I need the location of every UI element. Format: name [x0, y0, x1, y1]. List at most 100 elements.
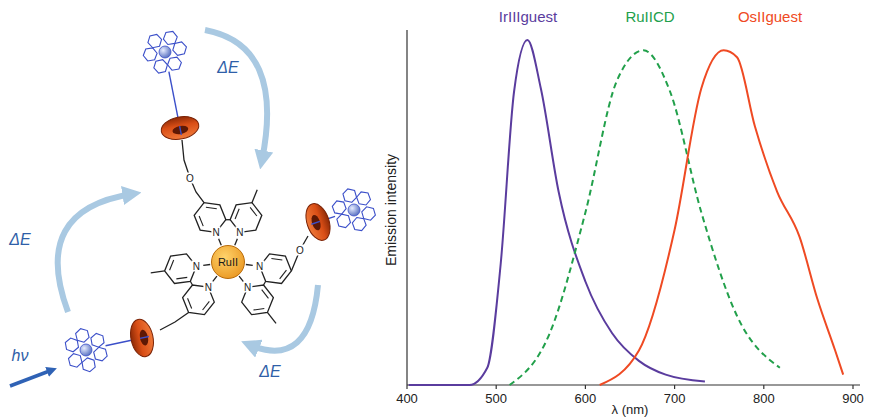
guest-ligand-thread — [311, 221, 320, 224]
ring-double-bond — [250, 207, 257, 216]
cyclodextrin-cavity — [138, 329, 149, 346]
ring-double-bond — [235, 209, 239, 219]
methyl-group — [151, 271, 165, 273]
pyridine-ring — [260, 254, 292, 284]
ring-double-bond — [280, 270, 287, 279]
ring-double-bond — [203, 301, 210, 310]
tick-label: 900 — [842, 392, 864, 406]
atom-label: N — [255, 261, 264, 272]
guest-ring — [154, 60, 168, 73]
methyl-group — [252, 190, 257, 203]
guest-ligand-thread — [140, 337, 149, 339]
x-tick — [406, 385, 407, 389]
x-tick — [674, 385, 675, 389]
pyridine-ring — [194, 203, 226, 233]
atom-label: O — [295, 245, 305, 256]
ru-n-bond — [219, 239, 222, 245]
bipyridine-ligands — [151, 140, 308, 330]
ring-double-bond — [262, 290, 269, 299]
atom-label: N — [204, 282, 213, 293]
atom-label: N — [211, 227, 220, 238]
cyclodextrin-torus — [159, 114, 201, 143]
x-tick — [852, 385, 853, 389]
ring-double-bond — [253, 308, 264, 310]
guest-ring — [332, 201, 346, 214]
axis-title: Emission intensity — [384, 154, 399, 266]
guest-metal — [348, 204, 360, 216]
atom-label: N — [192, 261, 201, 272]
guest-metal — [159, 46, 171, 58]
atom-label: N — [243, 282, 252, 293]
molecule — [10, 30, 375, 386]
guest-ring — [143, 48, 157, 61]
energy-arrow — [205, 30, 267, 160]
x-tick — [763, 385, 764, 389]
ring-double-bond — [188, 298, 192, 308]
tick-label: 800 — [753, 392, 775, 406]
ring-double-bond — [271, 258, 282, 260]
guest-ring — [352, 217, 366, 230]
guest-ring — [173, 42, 187, 55]
guest-ring — [168, 57, 182, 70]
cyclodextrin-body — [127, 317, 156, 359]
cyclodextrin-cavity — [310, 214, 323, 232]
y-axis — [406, 30, 407, 385]
metal-label: RuII — [218, 256, 238, 268]
light-label: hν — [12, 347, 29, 365]
emission-chart — [407, 30, 860, 389]
ru-centre: RuII — [211, 245, 245, 279]
cyclodextrin-body — [159, 114, 201, 143]
emission-curve — [600, 50, 844, 385]
ether-linker — [182, 140, 204, 203]
guest-metal — [80, 344, 92, 356]
guest-ring — [94, 347, 107, 361]
light-arrow — [10, 370, 52, 386]
ether-linker — [160, 312, 189, 330]
axis-title: λ (nm) — [612, 403, 649, 417]
cyclodextrin-torus — [127, 317, 156, 359]
guest-ring — [163, 31, 177, 44]
atom-label: N — [235, 227, 244, 238]
methyl-group — [267, 312, 276, 323]
emission-curve — [409, 40, 705, 385]
series-label: IrIIIguest — [499, 9, 557, 26]
bipyridine-bond — [264, 281, 266, 285]
bipyridine-bond — [226, 219, 230, 220]
ring-double-bond — [170, 260, 174, 270]
tick-label: 400 — [396, 392, 418, 406]
energy-label: ΔE — [217, 59, 238, 77]
guest-ring — [357, 192, 371, 205]
energy-arrow — [250, 285, 318, 351]
bipyridine-bond — [190, 281, 192, 285]
cyclodextrin-cavity — [172, 124, 189, 135]
ru-n-bond — [213, 276, 217, 282]
tick-label: 600 — [575, 392, 597, 406]
guest-ring — [148, 34, 162, 47]
ru-n-bond — [203, 264, 210, 266]
energy-label: ΔE — [259, 363, 280, 381]
ring-double-bond — [206, 207, 217, 209]
tick-label: 500 — [485, 392, 507, 406]
emission-curve — [510, 50, 780, 385]
x-tick — [585, 385, 586, 389]
energy-label: ΔE — [9, 231, 30, 249]
guest-ring — [91, 333, 104, 347]
guest-ligand-thread — [180, 126, 182, 135]
series-label: OsIIguest — [738, 9, 802, 26]
x-tick — [496, 385, 497, 389]
x-axis — [407, 384, 860, 385]
ru-n-bond — [246, 264, 253, 266]
energy-arrow — [58, 194, 132, 312]
ring-double-bond — [199, 216, 203, 226]
cyclodextrin-body — [302, 200, 335, 243]
ring-double-bond — [176, 277, 187, 279]
series-label: RuIICD — [625, 9, 674, 26]
ether-linker — [291, 236, 308, 271]
guest-ring — [337, 214, 351, 227]
guest-ring — [76, 329, 89, 343]
guest-ring — [82, 358, 95, 372]
tick-label: 700 — [664, 392, 686, 406]
cyclodextrin-torus — [302, 200, 335, 243]
